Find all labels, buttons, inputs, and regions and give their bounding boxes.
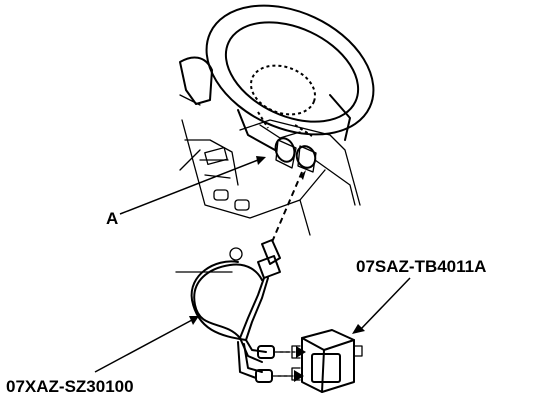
steering-wheel-icon [205,4,375,151]
combination-switch [179,56,213,106]
tester-unit-icon [291,329,363,393]
label-a: A [106,209,118,228]
test-harness-icon [175,239,291,383]
label-harness-part: 07XAZ-SZ30100 [6,377,134,396]
column-connector-icon [274,137,317,173]
label-tester-part: 07SAZ-TB4011A [356,257,486,276]
leader-lines [94,156,411,373]
routing-line [271,170,306,243]
column-housing [179,119,361,236]
